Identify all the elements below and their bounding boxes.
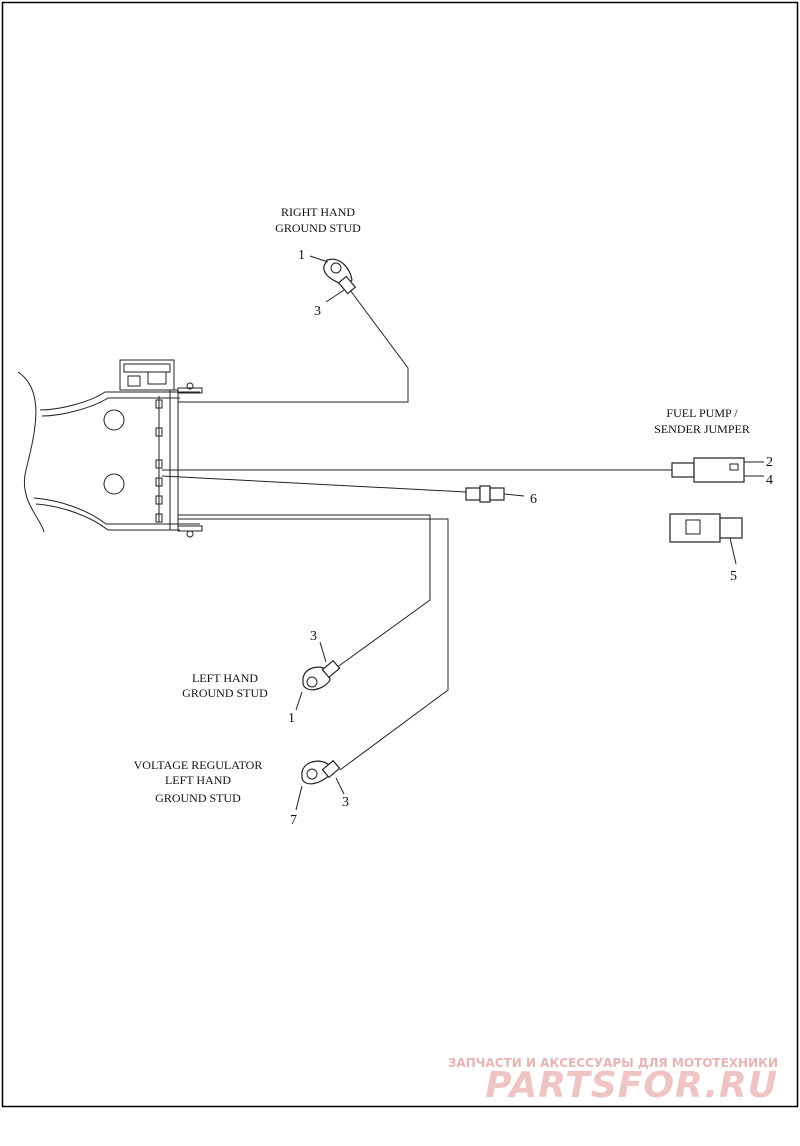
watermark-tagline: ЗАПЧАСТИ И АКСЕССУАРЫ ДЛЯ МОТОТЕХНИКИ (448, 1056, 778, 1070)
lh-stud-label-line1: LEFT HAND (192, 671, 258, 685)
frame-bracket (17, 359, 203, 538)
rh-stud-label-line2: GROUND STUD (275, 221, 361, 235)
rh-ground-ring-terminal (323, 258, 357, 295)
vr-ground-ring-terminal (301, 759, 341, 785)
vr-stud-label-line3: GROUND STUD (155, 791, 241, 805)
fuel-jumper-label-line2: SENDER JUMPER (654, 422, 750, 436)
callout-6: 6 (530, 492, 537, 507)
callout-7: 7 (290, 813, 297, 828)
callout-3-vr: 3 (342, 795, 349, 810)
lh-stud-label-line2: GROUND STUD (182, 686, 268, 700)
callout-leaders (295, 255, 345, 811)
wire-harness (161, 285, 672, 771)
connector-clip (669, 513, 743, 565)
callout-1-rh: 1 (298, 248, 305, 263)
lh-ground-ring-terminal (302, 659, 341, 691)
rh-stud-label-line1: RIGHT HAND (281, 205, 355, 219)
fuel-jumper-label-line1: FUEL PUMP / (666, 406, 738, 420)
callout-4: 4 (766, 473, 773, 488)
callout-2: 2 (766, 455, 773, 470)
vr-stud-label-line2: LEFT HAND (165, 773, 231, 787)
callout-5: 5 (730, 569, 737, 584)
fuel-pump-connector (671, 457, 764, 483)
inline-connector (465, 485, 525, 503)
vr-stud-label-line1: VOLTAGE REGULATOR (134, 758, 263, 772)
watermark-logo: PARTSFOR.RU (485, 1065, 778, 1106)
callout-3-lh: 3 (310, 629, 317, 644)
page-frame (1, 1, 799, 1108)
callout-1-lh: 1 (288, 711, 295, 726)
callout-3-rh: 3 (314, 304, 321, 319)
